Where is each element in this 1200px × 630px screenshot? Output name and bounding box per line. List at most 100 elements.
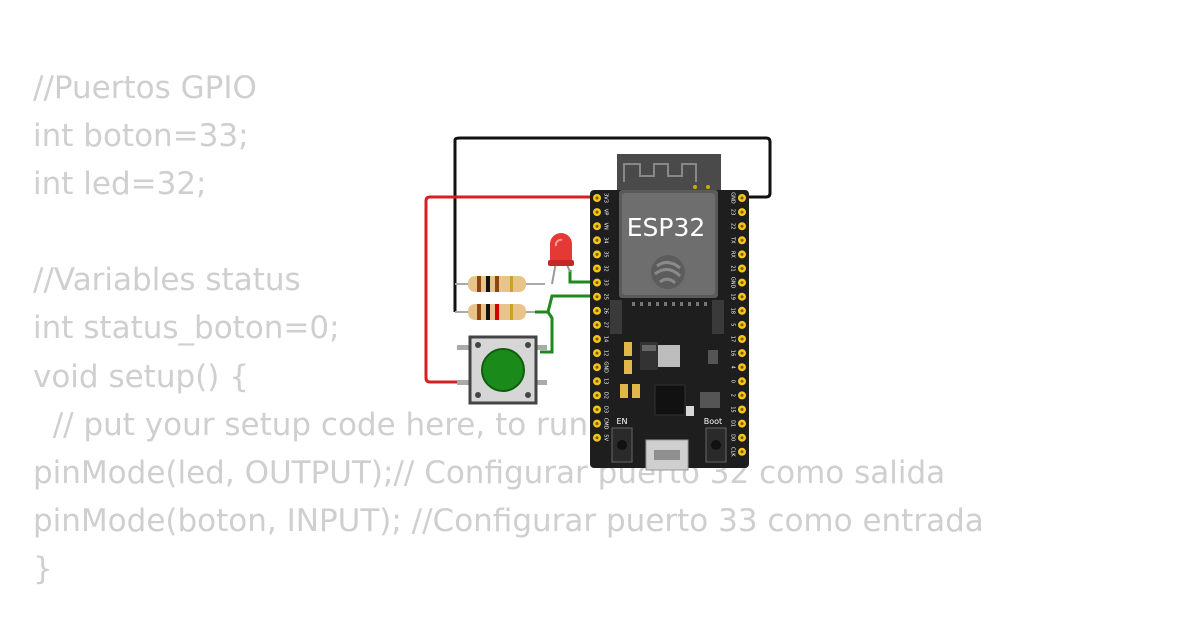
pin-label: VN — [603, 223, 609, 230]
pin-label: 12 — [603, 350, 609, 356]
pin-hole — [595, 238, 599, 242]
pin-hole — [740, 337, 744, 341]
pin-label: 23 — [730, 209, 736, 215]
pin-hole — [740, 365, 744, 369]
power-wire[interactable] — [424, 195, 598, 384]
usb-chip — [654, 384, 686, 416]
pin-label: GND — [730, 277, 736, 289]
pin-hole — [595, 337, 599, 341]
pin-label: 21 — [730, 265, 736, 271]
pin-label: 19 — [730, 294, 736, 300]
boot-label: Boot — [704, 417, 722, 426]
pin-hole — [740, 252, 744, 256]
button-signal-wire[interactable] — [535, 294, 598, 314]
pin-hole — [595, 196, 599, 200]
pin-hole — [740, 408, 744, 411]
pin-label: 34 — [603, 237, 609, 243]
espressif-logo-icon — [651, 255, 685, 289]
pin-hole — [740, 295, 744, 299]
pin-hole — [595, 436, 599, 440]
pin-hole — [595, 351, 599, 355]
pin-label: CLK — [730, 447, 736, 457]
code-line: } — [33, 550, 53, 587]
left-pin-header — [593, 194, 601, 442]
code-line: //Puertos GPIO — [33, 70, 257, 106]
button-resistor-link[interactable] — [540, 311, 554, 354]
pin-label: 3V3 — [603, 193, 609, 203]
pin-label: D3 — [603, 406, 609, 413]
pin-hole — [595, 365, 599, 369]
right-pin-header — [738, 194, 746, 456]
voltage-regulator — [640, 342, 680, 370]
pin-hole — [595, 379, 599, 383]
pin-hole — [740, 323, 744, 327]
pin-label: 17 — [730, 336, 736, 342]
usb-port[interactable] — [645, 439, 689, 471]
led-resistor[interactable] — [455, 276, 545, 292]
pin-label: 15 — [730, 406, 736, 412]
pin-label: TX — [730, 236, 736, 244]
pin-hole — [595, 408, 599, 411]
pin-label: 18 — [730, 308, 736, 314]
antenna-trace — [623, 163, 697, 182]
pin-label: 27 — [603, 322, 609, 328]
pin-label: D0 — [730, 434, 736, 441]
pin-hole — [595, 393, 599, 397]
esp32-board[interactable]: ESP32 — [590, 154, 749, 471]
pin-label: GND — [730, 192, 736, 204]
pin-hole — [595, 281, 599, 285]
pulldown-resistor[interactable] — [455, 304, 535, 320]
pin-label: CMD — [603, 418, 609, 430]
pin-hole — [740, 351, 744, 355]
pin-hole — [740, 210, 744, 214]
pin-label: 14 — [603, 336, 609, 342]
pin-hole — [740, 393, 744, 397]
led-signal-wire[interactable] — [568, 270, 598, 284]
push-button[interactable] — [457, 335, 547, 405]
pin-label: 35 — [603, 251, 609, 257]
pin-label: 5 — [730, 323, 736, 326]
pin-hole — [740, 238, 744, 242]
module-label: ESP32 — [627, 213, 706, 242]
pin-hole — [595, 224, 599, 228]
pin-hole — [595, 267, 599, 270]
en-button[interactable] — [611, 427, 633, 463]
pin-hole — [595, 210, 599, 214]
pin-hole — [595, 309, 599, 313]
pin-hole — [595, 295, 599, 299]
pin-label: VP — [603, 209, 609, 215]
code-line: //Variables status — [33, 262, 301, 299]
pin-hole — [740, 450, 744, 454]
pin-label: RX — [730, 251, 736, 258]
ground-wire[interactable] — [453, 136, 772, 312]
pin-hole — [595, 252, 599, 256]
pin-label: 4 — [730, 366, 736, 369]
pin-hole — [740, 281, 744, 285]
red-led[interactable] — [548, 233, 574, 285]
pin-label: 5V — [603, 434, 609, 441]
pin-label: D1 — [730, 420, 736, 427]
pin-label: 32 — [603, 265, 609, 271]
pin-hole — [740, 224, 744, 228]
pin-hole — [740, 267, 744, 270]
pin-hole — [595, 323, 599, 327]
pin-label: 0 — [730, 380, 736, 383]
pin-label: GND — [603, 361, 609, 373]
code-line: int led=32; — [33, 166, 207, 203]
pin-hole — [740, 436, 744, 440]
pin-hole — [740, 309, 744, 313]
boot-button[interactable] — [705, 427, 727, 463]
pin-label: 33 — [603, 279, 609, 285]
pin-label: 2 — [730, 394, 736, 397]
pin-hole — [740, 379, 744, 383]
code-line: int boton=33; — [33, 118, 249, 155]
code-line: pinMode(boton, INPUT); //Configurar puer… — [33, 502, 984, 539]
pin-label: D2 — [603, 392, 609, 399]
pin-hole — [740, 422, 744, 426]
button-cap[interactable] — [481, 348, 525, 392]
pin-hole — [595, 422, 599, 426]
pin-label: 22 — [730, 223, 736, 229]
